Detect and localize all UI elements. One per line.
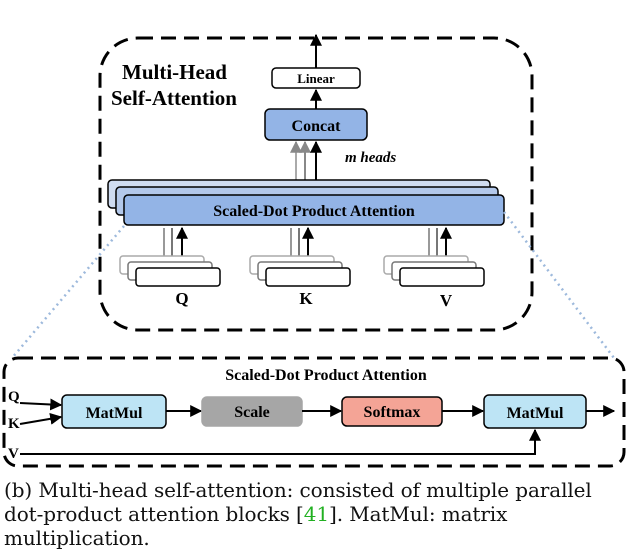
scale-label: Scale — [234, 404, 270, 421]
concat-box — [264, 108, 368, 141]
figure-caption: (b) Multi-head self-attention: consisted… — [4, 478, 630, 550]
multi-head-title-line1: Multi-Head — [122, 60, 227, 84]
sdpa-label: Scaled-Dot Product Attention — [213, 203, 415, 220]
k-input-group: K — [249, 226, 351, 308]
sdpa-detail-dashed-border — [2, 356, 626, 468]
multi-head-title-line2: Self-Attention — [111, 86, 237, 110]
sdpa-detail-panel: Scaled-Dot Product Attention Q K V MatMu… — [2, 356, 626, 468]
k-label: K — [299, 289, 313, 308]
q-label: Q — [175, 289, 188, 308]
multi-head-panel: Multi-Head Self-Attention Linear Concat … — [98, 33, 534, 332]
zoom-line-right — [503, 211, 615, 359]
matmul2-label: MatMul — [507, 405, 564, 422]
zoom-line-left — [11, 225, 125, 359]
heads-label: m heads — [345, 150, 396, 166]
multi-head-attention-diagram: Multi-Head Self-Attention Linear Concat … — [2, 33, 626, 468]
concat-label: Concat — [292, 118, 342, 135]
linear-label: Linear — [297, 71, 335, 86]
matmul1-label: MatMul — [86, 405, 143, 422]
caption-reference-link[interactable]: 41 — [303, 502, 329, 526]
q-to-matmul-arrow — [19, 398, 63, 411]
softmax-label: Softmax — [364, 404, 421, 421]
q-input-group: Q — [119, 226, 221, 308]
k-stack-front — [265, 267, 351, 287]
linear-box — [271, 67, 361, 89]
v-label: V — [440, 291, 453, 310]
v-stack-front — [399, 267, 485, 287]
caption-part1: (b) Multi-head self-attention: consisted… — [4, 478, 592, 526]
q-stack-front — [135, 267, 221, 287]
sdpa-detail-title: Scaled-Dot Product Attention — [225, 367, 427, 384]
v-to-matmul2-arrow — [20, 428, 541, 455]
k-to-matmul-arrow — [19, 412, 63, 425]
sdpa-box — [123, 194, 505, 226]
v-input-group: V — [383, 226, 485, 310]
detail-k-label: K — [8, 416, 20, 432]
detail-v-label: V — [8, 446, 19, 462]
detail-q-label: Q — [8, 389, 20, 405]
